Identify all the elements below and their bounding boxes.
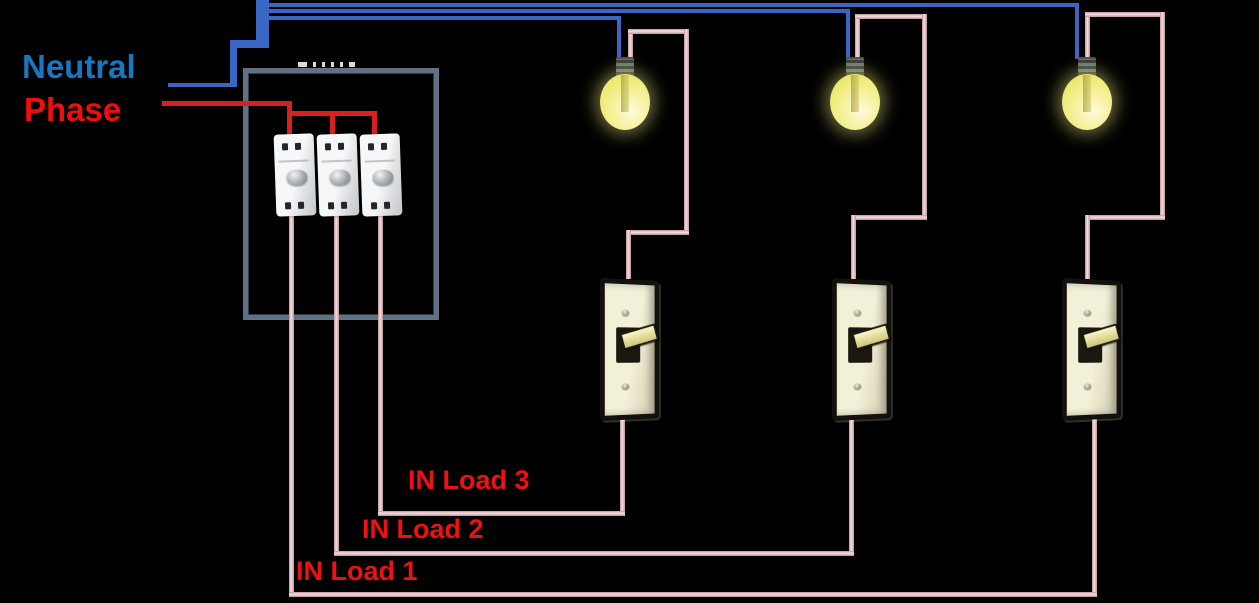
breaker-toggle-knob — [286, 169, 308, 186]
neutral-drop-bulb1 — [617, 16, 621, 59]
load2-wire-vertical — [334, 216, 339, 556]
switch-toggle-lever — [851, 323, 891, 351]
load3-wire-horizontal — [378, 511, 625, 516]
breaker-toggle-knob — [329, 169, 351, 186]
bulb1-wire-down — [684, 29, 689, 235]
neutral-lead-wire — [168, 83, 232, 87]
text-remnant-mark — [298, 62, 307, 67]
neutral-bus3-wire — [267, 16, 621, 20]
bulb1-wire-top — [628, 29, 689, 34]
neutral-feed-step — [230, 40, 257, 48]
switch-screw — [1083, 309, 1092, 316]
light-switch-2 — [832, 278, 892, 421]
bulb-filament-stem — [1083, 75, 1091, 112]
switch3-wire-in-h — [1085, 215, 1165, 220]
load1-label: IN Load 1 — [296, 556, 418, 586]
phase-lead-wire — [162, 101, 292, 106]
phase-drop-breaker1 — [287, 101, 292, 137]
light-bulb-3 — [1062, 57, 1112, 132]
switch2-wire-in-h — [851, 215, 927, 220]
circuit-breaker-2 — [316, 133, 360, 217]
switch-screw — [621, 383, 630, 390]
breaker-terminal-slot — [367, 143, 375, 151]
breaker-terminal-slot — [294, 142, 302, 150]
circuit-breaker-1 — [273, 133, 317, 217]
neutral-feed-bar — [256, 0, 269, 48]
switch3-wire-in-v — [1085, 215, 1090, 279]
bulb-filament-stem — [621, 75, 629, 112]
neutral-label: Neutral — [22, 48, 136, 85]
text-remnant-mark — [331, 62, 334, 67]
load2-label: IN Load 2 — [362, 514, 484, 544]
switch-toggle-lever — [619, 323, 659, 351]
switch1-wire-in-h — [626, 230, 689, 235]
breaker-terminal-slot — [380, 142, 388, 150]
bulb-socket-cap — [1078, 57, 1096, 77]
switch2-wire-in-v — [851, 215, 856, 279]
bulb2-wire-top — [855, 14, 927, 19]
breaker-terminal-slot — [281, 143, 289, 151]
switch2-wire-out — [849, 405, 854, 556]
bulb2-wire-up — [855, 16, 860, 60]
text-remnant-mark — [349, 62, 355, 67]
text-remnant-mark — [340, 62, 343, 67]
neutral-drop-bulb3 — [1075, 3, 1079, 59]
breaker-terminal-slot — [383, 201, 391, 209]
text-remnant-mark — [313, 62, 316, 67]
switch1-wire-in-v — [626, 230, 631, 279]
neutral-bus1-wire — [267, 3, 1079, 7]
breaker-terminal-slot — [297, 201, 305, 209]
load2-wire-horizontal — [334, 551, 854, 556]
breaker-ridge — [321, 159, 352, 163]
switch-toggle-housing — [848, 323, 891, 363]
bulb-socket-cap — [846, 57, 864, 77]
light-bulb-1 — [600, 57, 650, 132]
breaker-terminal-slot — [284, 202, 292, 210]
phase-drop-breaker3 — [372, 111, 377, 137]
load1-wire-vertical — [289, 216, 294, 597]
neutral-drop-bulb2 — [846, 9, 850, 59]
breaker-terminal-slot — [327, 202, 335, 210]
bulb-filament-stem — [851, 75, 859, 112]
switch-screw — [853, 383, 862, 390]
switch-toggle-housing — [616, 323, 659, 363]
switch3-wire-out — [1092, 410, 1097, 597]
bulb3-wire-up — [1085, 14, 1090, 59]
phase-label: Phase — [24, 91, 122, 128]
bulb3-wire-top — [1085, 12, 1165, 17]
bulb3-wire-down — [1160, 12, 1165, 220]
breaker-toggle-knob — [372, 169, 394, 186]
light-switch-3 — [1062, 278, 1122, 421]
bulb1-wire-up — [628, 31, 633, 60]
distribution-panel-box — [244, 69, 438, 319]
switch-screw — [1083, 383, 1092, 390]
phase-drop-breaker2 — [330, 111, 335, 137]
neutral-feed-drop — [230, 40, 237, 87]
switch-screw — [621, 309, 630, 316]
bulb2-wire-down — [922, 14, 927, 220]
switch-screw — [853, 309, 862, 316]
breaker-ridge — [278, 159, 309, 163]
load1-wire-horizontal — [289, 592, 1097, 597]
text-remnant-mark — [322, 62, 325, 67]
load3-wire-vertical — [378, 216, 383, 516]
light-bulb-2 — [830, 57, 880, 132]
switch-toggle-lever — [1081, 323, 1121, 351]
circuit-breaker-3 — [359, 133, 403, 217]
light-switch-1 — [600, 278, 660, 421]
breaker-terminal-slot — [337, 142, 345, 150]
breaker-terminal-slot — [370, 202, 378, 210]
neutral-bus2-wire — [267, 9, 850, 13]
switch1-wire-out — [620, 410, 625, 516]
bulb-socket-cap — [616, 57, 634, 77]
clipped-text-remnant — [298, 62, 355, 67]
switch-toggle-housing — [1078, 323, 1121, 363]
breaker-ridge — [364, 159, 395, 163]
load3-label: IN Load 3 — [408, 465, 530, 495]
breaker-terminal-slot — [324, 143, 332, 151]
breaker-terminal-slot — [340, 201, 348, 209]
